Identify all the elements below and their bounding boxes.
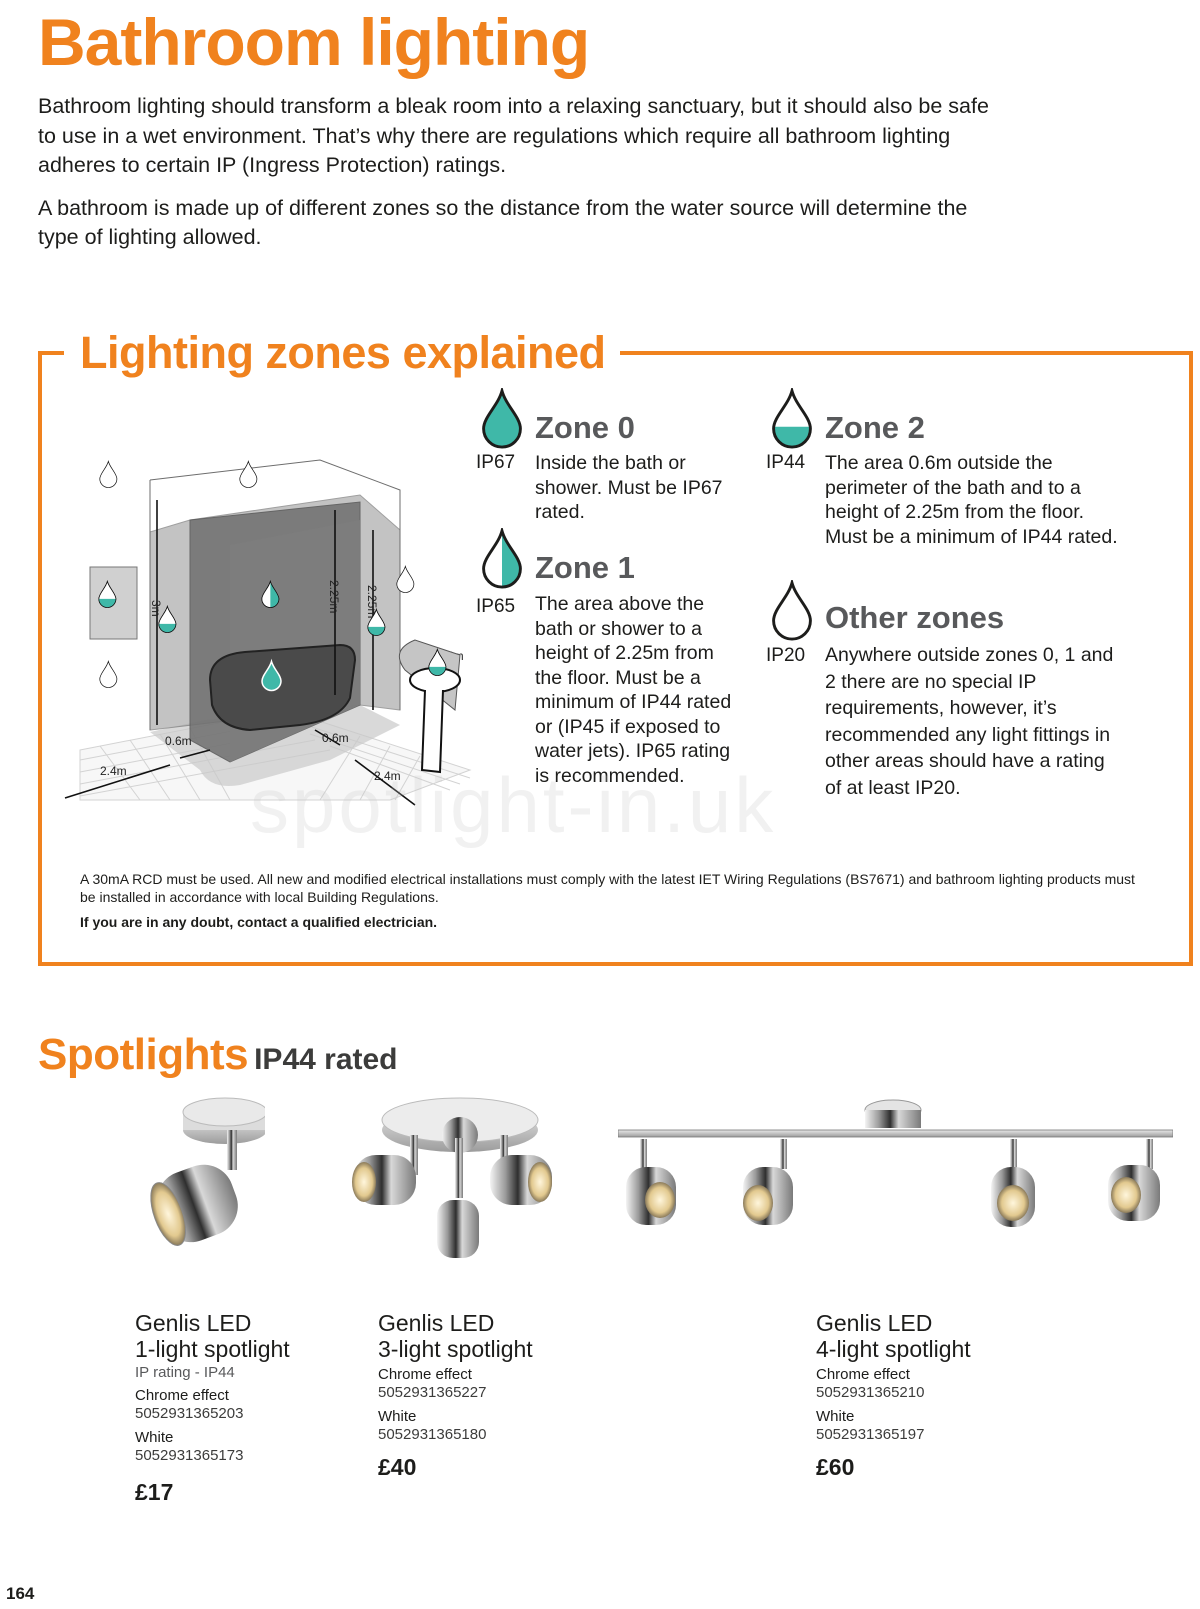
drop-half-vertical-icon xyxy=(482,528,522,589)
product-card-1-light: Genlis LED 1-light spotlight IP rating -… xyxy=(135,1310,355,1506)
safety-note: A 30mA RCD must be used. All new and mod… xyxy=(80,871,1135,905)
drop-outline-icon xyxy=(772,580,812,641)
label-2-25m-a: 2.25m xyxy=(327,580,341,613)
other-zones-entry: IP20 Other zones Anywhere outside zones … xyxy=(766,580,1166,820)
variant-code: 5052931365180 xyxy=(378,1426,487,1443)
ip-rating: IP67 xyxy=(476,452,516,473)
product-name: 1-light spotlight xyxy=(135,1336,290,1362)
variant-label: Chrome effect xyxy=(816,1366,910,1383)
section-subtitle: IP44 rated xyxy=(254,1043,398,1076)
bathroom-zones-diagram: 3m 2.25m 2.25m 0.6m 0.6m 0.6m 2.4m 2.4m xyxy=(60,440,480,820)
product-price: £17 xyxy=(135,1479,174,1505)
product-name: Genlis LED xyxy=(378,1310,495,1336)
zone-name: Zone 0 xyxy=(535,410,635,445)
variant-label: White xyxy=(816,1408,855,1425)
page-title: Bathroom lighting xyxy=(38,5,590,79)
drop-full-icon xyxy=(482,388,522,449)
zone-description: Anywhere outside zones 0, 1 and 2 there … xyxy=(825,644,1114,799)
zone-1-entry: IP65 Zone 1 The area above the bath or s… xyxy=(476,528,756,818)
page-number: 164 xyxy=(6,1584,35,1603)
product-price: £60 xyxy=(816,1454,855,1480)
variant-label: Chrome effect xyxy=(135,1387,229,1404)
product-card-3-light: Genlis LED 3-light spotlight Chrome effe… xyxy=(378,1310,598,1481)
zone-description: The area 0.6m outside the perimeter of t… xyxy=(825,452,1118,548)
ip-rating: IP65 xyxy=(476,596,516,617)
svg-text:0.6m: 0.6m xyxy=(322,731,349,745)
product-name: Genlis LED xyxy=(135,1310,252,1336)
zone-description: Inside the bath or shower. Must be IP67 … xyxy=(535,452,723,523)
zone-name: Zone 2 xyxy=(825,410,925,445)
product-name: Genlis LED xyxy=(816,1310,933,1336)
svg-text:2.4m: 2.4m xyxy=(100,764,127,778)
lighting-zones-heading: Lighting zones explained xyxy=(64,320,620,386)
safety-note-bold: If you are in any doubt, contact a quali… xyxy=(80,914,438,930)
variant-code: 5052931365210 xyxy=(816,1384,925,1401)
variant-code: 5052931365173 xyxy=(135,1447,244,1464)
zone-2-entry: IP44 Zone 2 The area 0.6m outside the pe… xyxy=(766,388,1166,578)
variant-label: White xyxy=(135,1429,174,1446)
zone-name: Zone 1 xyxy=(535,550,635,585)
product-card-4-light: Genlis LED 4-light spotlight Chrome effe… xyxy=(816,1310,1036,1481)
product-price: £40 xyxy=(378,1454,417,1480)
ip-rating: IP44 xyxy=(766,452,806,473)
ip-rating: IP20 xyxy=(766,645,806,666)
product-image-3-light[interactable] xyxy=(350,1090,560,1260)
variant-code: 5052931365227 xyxy=(378,1384,487,1401)
section-title: Lighting zones explained xyxy=(80,327,606,378)
product-name: 3-light spotlight xyxy=(378,1336,533,1362)
section-title: Spotlights xyxy=(38,1030,249,1079)
product-name: 4-light spotlight xyxy=(816,1336,971,1362)
product-image-4-light[interactable] xyxy=(618,1095,1173,1235)
zone-0-entry: IP67 Zone 0 Inside the bath or shower. M… xyxy=(476,388,756,528)
variant-code: 5052931365203 xyxy=(135,1405,244,1422)
intro-paragraph: Bathroom lighting should transform a ble… xyxy=(38,94,989,177)
label-3m: 3m xyxy=(149,600,163,617)
intro-paragraph: A bathroom is made up of different zones… xyxy=(38,195,968,250)
variant-label: White xyxy=(378,1408,417,1425)
svg-text:2.4m: 2.4m xyxy=(374,769,401,783)
label-2-25m-b: 2.25m xyxy=(365,585,379,618)
intro-text: Bathroom lighting should transform a ble… xyxy=(38,92,998,266)
variant-label: Chrome effect xyxy=(378,1366,472,1383)
zone-name: Other zones xyxy=(825,600,1005,635)
product-ip-rating: IP rating - IP44 xyxy=(135,1364,235,1381)
zone-description: The area above the bath or shower to a h… xyxy=(535,593,732,787)
svg-text:0.6m: 0.6m xyxy=(165,734,192,748)
drop-bottom-filled-icon xyxy=(772,388,812,449)
variant-code: 5052931365197 xyxy=(816,1426,925,1443)
product-image-1-light[interactable] xyxy=(135,1090,265,1260)
